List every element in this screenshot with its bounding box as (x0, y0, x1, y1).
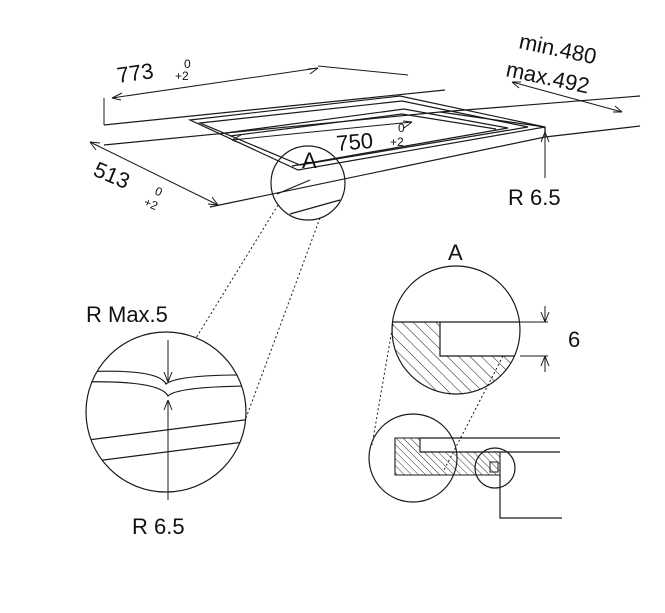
width-tol-top: 0 (184, 57, 191, 71)
rebate-depth-label: 6 (568, 327, 580, 352)
depth-tol-top: 0 (153, 184, 165, 200)
detail-marker-circle (270, 145, 346, 221)
section-detail-a (391, 265, 550, 395)
inner-tol-top: 0 (398, 121, 405, 135)
connector-right (245, 217, 321, 419)
section-connector-right (443, 355, 504, 471)
width-tol-bottom: +2 (175, 69, 189, 83)
width-label: 773 (115, 58, 155, 88)
thickness-dimension (511, 81, 623, 113)
corner-magnifier (85, 331, 247, 500)
cutout-outline (187, 95, 546, 171)
section-title: A (448, 240, 463, 265)
inner-label: 750 (335, 128, 374, 156)
magnifier-radius-label: R 6.5 (132, 514, 185, 539)
corner-radius-callout (540, 131, 550, 178)
detail-marker-label: A (302, 148, 317, 173)
depth-label: 513 (90, 157, 134, 194)
inner-tol-bottom: +2 (390, 135, 404, 149)
inner-dimension (231, 120, 413, 144)
connector-left (195, 204, 279, 339)
depth-tol-bottom: +2 (142, 195, 160, 213)
width-dimension (103, 65, 409, 125)
radius-max-label: R Max.5 (86, 302, 168, 327)
depth-dimension (89, 141, 219, 206)
corner-radius-label: R 6.5 (508, 185, 561, 210)
cross-section (368, 413, 562, 519)
